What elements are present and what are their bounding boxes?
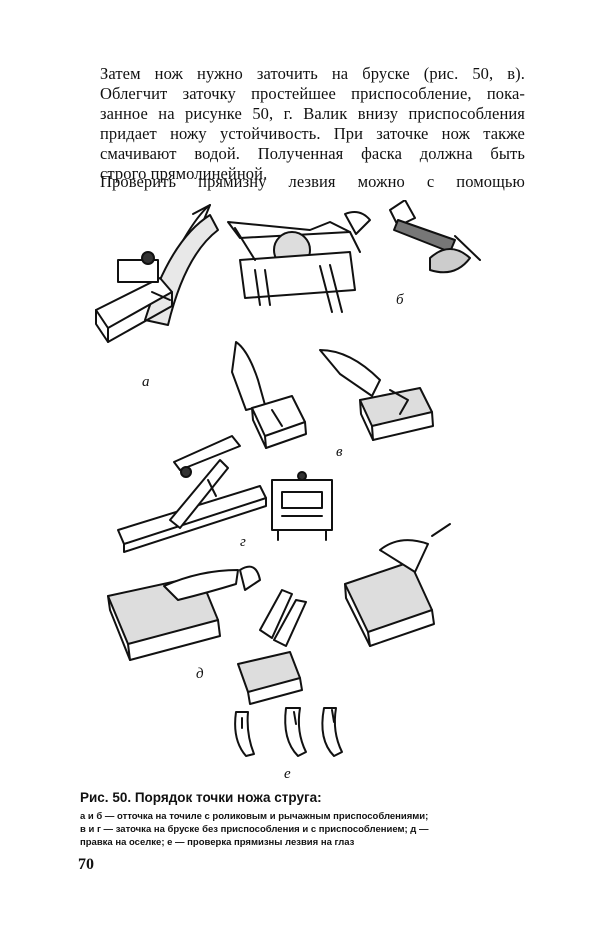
text-line: Затем нож нужно заточить на бруске (рис.… <box>100 64 525 83</box>
caption-line: в и г — заточка на бруске без приспособл… <box>80 824 429 835</box>
text-line: строго прямолинейной. <box>100 164 268 183</box>
body-paragraph-2: Проверить прямизну лезвия можно с помощь… <box>100 172 525 192</box>
text-line: Облегчит заточку простейшее приспособлен… <box>100 84 525 103</box>
label-e: е <box>284 766 291 780</box>
caption-line: правка на оселке; е — проверка прямизны … <box>80 837 355 848</box>
label-a: а <box>142 374 150 390</box>
illustration-g-honing-jig <box>117 435 333 553</box>
figure-50-illustration: а б в <box>95 200 481 780</box>
figure-caption-text: а и б — отточка на точиле с роликовым и … <box>80 810 530 849</box>
body-paragraph-1: Затем нож нужно заточить на бруске (рис.… <box>100 64 525 184</box>
illustration-e-check-by-eye <box>234 707 343 757</box>
figure-caption-title: Рис. 50. Порядок точки ножа струга: <box>80 790 322 805</box>
page-number: 70 <box>78 856 94 873</box>
label-g: г <box>240 534 246 550</box>
illustration-b-lever <box>227 200 481 313</box>
text-line: Проверить прямизну лезвия можно с помощь… <box>100 172 525 191</box>
label-v: в <box>336 444 343 460</box>
text-line: смачивают водой. Полученная фаска должна… <box>100 144 525 163</box>
illustration-a-wheel-roller <box>95 204 219 343</box>
label-d: д <box>196 666 204 682</box>
text-line: занное на рисунке 50, г. Валик внизу при… <box>100 104 525 123</box>
illustration-v-whetstone-hand <box>231 341 434 449</box>
text-line: придает ножу устойчивость. При заточке н… <box>100 124 525 143</box>
illustration-d-oilstone <box>107 523 451 705</box>
label-b: б <box>396 292 404 308</box>
caption-line: а и б — отточка на точиле с роликовым и … <box>80 811 429 822</box>
